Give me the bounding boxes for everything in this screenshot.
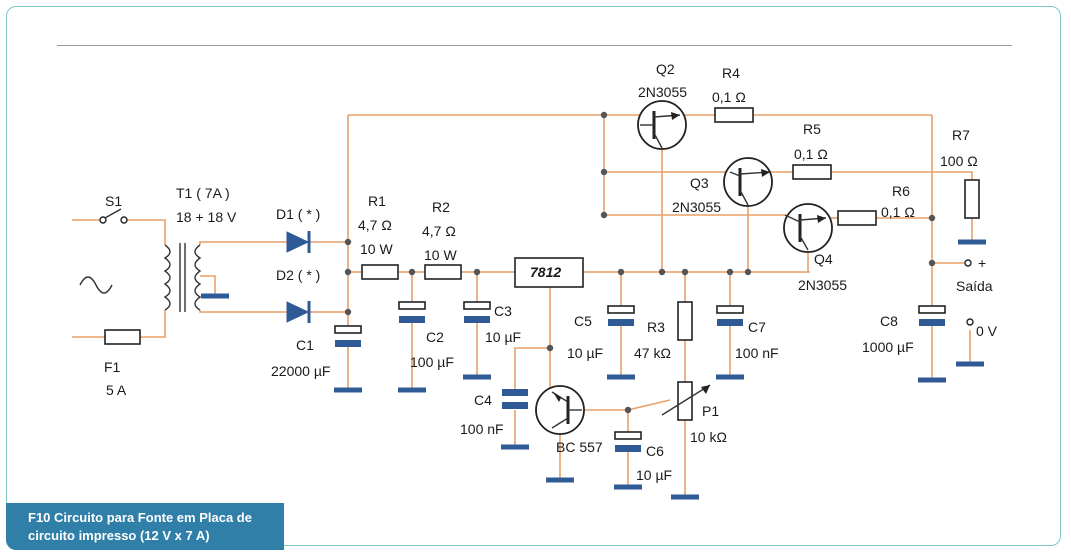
label-q1: BC 557 [556,439,603,455]
transformer-t1 [163,243,202,312]
label-r2-value: 4,7 Ω [422,223,456,239]
regulator-7812 [514,257,584,288]
label-q2-value: 2N3055 [638,84,687,100]
label-c1-ref: C1 [296,337,314,353]
resistor-r6 [837,210,877,226]
ac-source-icon [79,276,113,294]
diode-d2 [286,301,311,323]
label-p1-value: 10 kΩ [690,429,727,445]
label-f1-ref: F1 [104,359,121,375]
label-t1-value: 18 + 18 V [176,209,237,225]
diode-d1 [286,231,311,253]
label-r5-ref: R5 [803,121,821,137]
capacitor-c4 [502,389,528,409]
label-r3-ref: R3 [647,319,665,335]
label-r5-value: 0,1 Ω [794,146,828,162]
label-c8-ref: C8 [880,313,898,329]
capacitor-c7 [716,305,744,326]
label-c5-ref: C5 [574,313,592,329]
output-terminals [964,259,974,326]
label-s1: S1 [105,193,122,209]
label-c4-value: 100 nF [460,421,504,437]
label-d2: D2 ( * ) [276,267,320,283]
figure-frame [6,6,1061,546]
label-c6-value: 10 µF [636,467,672,483]
resistor-r2 [424,264,462,280]
header-rule [57,45,1012,46]
label-r1-ref: R1 [368,193,386,209]
wires [72,114,973,495]
label-q4-value: 2N3055 [798,277,847,293]
label-q2-ref: Q2 [656,61,675,77]
label-d1: D1 ( * ) [276,206,320,222]
label-r7-value: 100 Ω [940,153,978,169]
switch-s1 [99,208,128,224]
caption-line-1: F10 Circuito para Fonte em Placa de [28,510,252,525]
transistor-q4 [783,203,833,253]
label-c3-ref: C3 [494,303,512,319]
label-t1-ref: T1 ( 7A ) [176,185,230,201]
label-c2-ref: C2 [426,329,444,345]
labels: S1 T1 ( 7A ) 18 + 18 V F1 5 A D1 ( * ) D… [104,61,998,483]
label-r4-ref: R4 [722,65,740,81]
label-plus-terminal: + [978,255,986,271]
label-p1-ref: P1 [702,403,719,419]
label-r7-ref: R7 [952,127,970,143]
resistor-r5 [792,164,832,180]
label-c1-value: 22000 µF [271,363,330,379]
label-c6-ref: C6 [646,443,664,459]
label-c7-ref: C7 [748,319,766,335]
capacitor-c1 [334,325,362,347]
capacitor-c6 [614,431,642,452]
label-r3-value: 47 kΩ [634,345,671,361]
potentiometer-p1 [661,381,711,421]
label-c7-value: 100 nF [735,345,779,361]
label-c4-ref: C4 [474,392,492,408]
fuse-f1 [104,329,141,345]
label-c5-value: 10 µF [567,345,603,361]
resistors [361,107,980,341]
label-output: Saída [956,278,993,294]
resistor-r1 [361,264,399,280]
transistor-q2 [637,100,687,150]
label-q4-ref: Q4 [814,251,833,267]
label-r2-power: 10 W [424,247,457,263]
capacitor-c3 [463,301,491,323]
label-c3-value: 10 µF [485,329,521,345]
resistor-r7 [964,179,980,219]
label-q3-value: 2N3055 [672,199,721,215]
label-r2-ref: R2 [432,199,450,215]
label-q3-ref: Q3 [690,175,709,191]
label-zero-volt: 0 V [976,323,998,339]
figure-caption: F10 Circuito para Fonte em Placa de circ… [6,503,284,550]
label-r1-power: 10 W [360,241,393,257]
transistor-q3 [723,157,773,207]
label-r1-value: 4,7 Ω [358,217,392,233]
label-c2-value: 100 µF [410,354,454,370]
transistor-q1 [535,385,585,435]
label-f1-value: 5 A [106,382,127,398]
label-r6-ref: R6 [892,183,910,199]
caption-line-2: circuito impresso (12 V x 7 A) [28,528,210,543]
resistor-r4 [714,107,754,123]
label-c8-value: 1000 µF [862,339,914,355]
capacitor-c2 [398,301,426,323]
label-r4-value: 0,1 Ω [712,89,746,105]
label-r6-value: 0,1 Ω [881,204,915,220]
junction-dots [344,111,936,414]
capacitor-c8 [918,305,946,326]
ground-symbols [201,239,986,500]
resistor-r3 [677,301,693,341]
label-7812: 7812 [530,264,561,280]
capacitor-c5 [607,305,635,326]
